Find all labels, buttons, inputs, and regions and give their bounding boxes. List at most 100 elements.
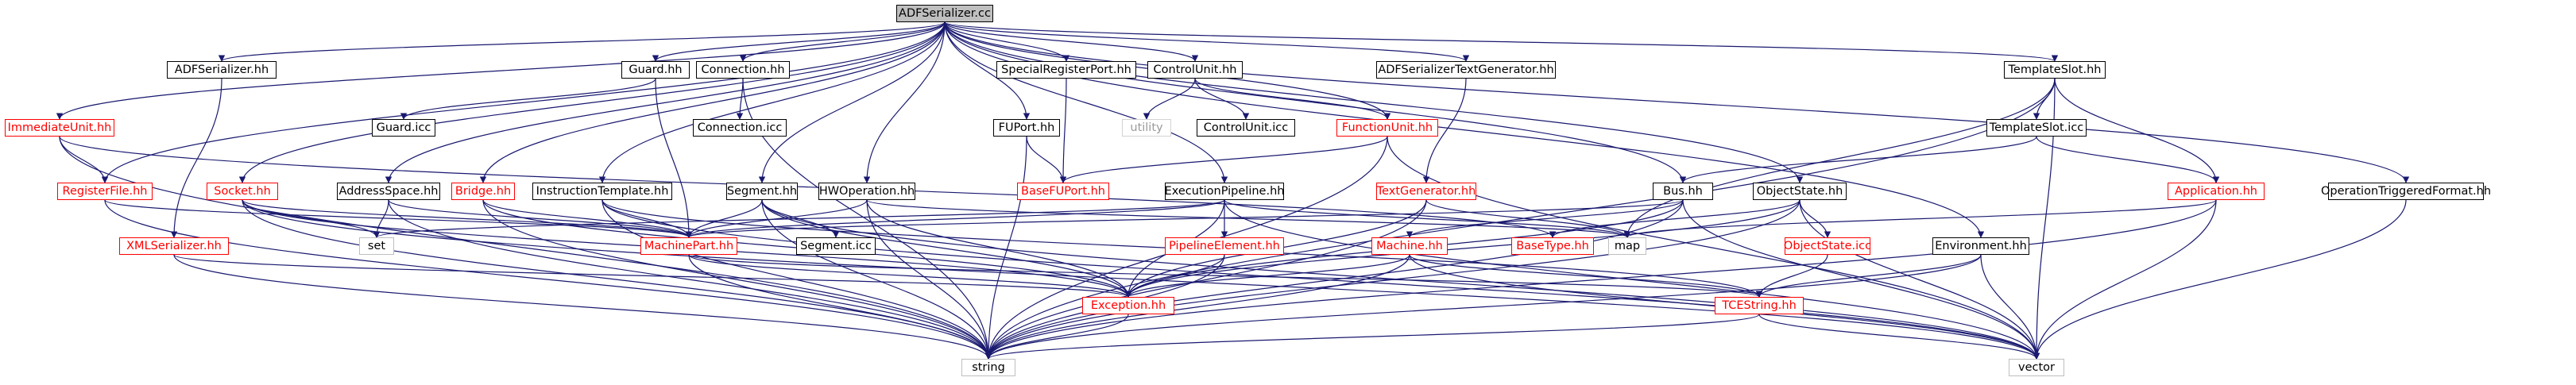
edge-exception-hh-to-string — [984, 314, 1129, 360]
edge-adfserializer-cc-to-bus-hh — [944, 21, 1687, 183]
node-textgenerator-hh[interactable]: TextGenerator.hh — [1376, 183, 1476, 200]
edge-templateslot-hh-to-map — [1623, 78, 2056, 238]
node-xmlserializer-hh[interactable]: XMLSerializer.hh — [119, 237, 229, 255]
edge-addressspace-hh-to-machinepart-hh — [388, 199, 693, 238]
edge-controlunit-hh-to-functionunit-hh — [1194, 78, 1391, 120]
edge-objectstate-hh-to-vector — [1799, 199, 2040, 360]
node-templateslot-icc[interactable]: TemplateSlot.icc — [1986, 119, 2087, 137]
node-socket-hh[interactable]: Socket.hh — [207, 183, 278, 200]
node-fuport-hh[interactable]: FUPort.hh — [993, 119, 1060, 137]
node-objectstate-icc[interactable]: ObjectState.icc — [1784, 237, 1871, 255]
edge-adfserializertextgenerator-hh-to-textgenerator-hh — [1422, 78, 1467, 183]
edge-adfserializer-cc-to-addressspace-hh — [385, 21, 946, 183]
node-operationtriggeredformat-hh[interactable]: OperationTriggeredFormat.hh — [2321, 183, 2491, 200]
node-segment-icc[interactable]: Segment.icc — [796, 237, 876, 255]
edge-adfserializer-cc-to-fuport-hh — [944, 21, 1031, 120]
edge-controlunit-hh-to-utility — [1143, 78, 1196, 120]
edge-xmlserializer-hh-to-string — [173, 254, 992, 360]
edge-functionunit-hh-to-basefuport-hh — [1059, 136, 1388, 183]
edge-instructiontemplate-hh-to-vector — [601, 199, 2040, 360]
node-instructiontemplate-hh[interactable]: InstructionTemplate.hh — [532, 183, 672, 200]
edge-guard-hh-to-guard-icc — [400, 78, 656, 120]
node-environment-hh[interactable]: Environment.hh — [1932, 237, 2029, 255]
edge-bus-hh-to-string — [984, 199, 1684, 360]
node-registerfile-hh[interactable]: RegisterFile.hh — [57, 183, 153, 200]
edge-machinepart-hh-to-string — [688, 254, 992, 360]
edge-machinepart-hh-to-tcestring-hh — [688, 254, 1762, 298]
edge-bus-hh-to-machine-hh — [1406, 199, 1684, 238]
node-basefuport-hh[interactable]: BaseFUPort.hh — [1017, 183, 1109, 200]
node-basetype-hh[interactable]: BaseType.hh — [1511, 237, 1594, 255]
edge-objectstate-hh-to-basetype-hh — [1549, 199, 1800, 238]
node-guard-icc[interactable]: Guard.icc — [372, 119, 435, 137]
node-adfserializertextgenerator-hh[interactable]: ADFSerializerTextGenerator.hh — [1376, 61, 1556, 79]
edge-hwoperation-hh-to-exception-hh — [866, 199, 1132, 298]
edge-environment-hh-to-vector — [1980, 254, 2040, 360]
edge-guard-hh-to-machinepart-hh — [655, 78, 693, 238]
node-immediateunit-hh[interactable]: ImmediateUnit.hh — [5, 119, 114, 137]
edge-executionpipeline-hh-to-map — [1224, 199, 1631, 238]
node-connection-hh[interactable]: Connection.hh — [696, 61, 790, 79]
edge-socket-hh-to-vector — [242, 199, 2040, 360]
node-specialregisterport-hh[interactable]: SpecialRegisterPort.hh — [996, 61, 1136, 79]
node-addressspace-hh[interactable]: AddressSpace.hh — [337, 183, 440, 200]
edge-bridge-hh-to-machinepart-hh — [482, 199, 693, 238]
edge-adfserializer-cc-to-bridge-hh — [479, 21, 946, 183]
node-executionpipeline-hh[interactable]: ExecutionPipeline.hh — [1165, 183, 1284, 200]
node-bus-hh[interactable]: Bus.hh — [1653, 183, 1713, 200]
edge-bridge-hh-to-string — [482, 199, 992, 360]
node-bridge-hh[interactable]: Bridge.hh — [451, 183, 515, 200]
node-functionunit-hh[interactable]: FunctionUnit.hh — [1336, 119, 1438, 137]
edge-controlunit-hh-to-controlunit-icc — [1194, 78, 1250, 120]
edge-adfserializer-cc-to-connection-hh — [739, 21, 946, 62]
node-utility: utility — [1122, 119, 1171, 137]
edge-machine-hh-to-string — [984, 254, 1410, 360]
edge-adfserializer-cc-to-executionpipeline-hh — [944, 21, 1228, 183]
edge-adfserializer-hh-to-xmlserializer-hh — [170, 78, 222, 238]
node-tcestring-hh[interactable]: TCEString.hh — [1715, 297, 1804, 314]
edge-executionpipeline-hh-to-machinepart-hh — [686, 199, 1225, 238]
edge-registerfile-hh-to-string — [104, 199, 992, 360]
node-application-hh[interactable]: Application.hh — [2168, 183, 2265, 200]
node-connection-icc[interactable]: Connection.icc — [693, 119, 787, 137]
edge-machine-hh-to-exception-hh — [1124, 254, 1410, 298]
edge-hwoperation-hh-to-machinepart-hh — [685, 199, 868, 238]
edge-objectstate-hh-to-exception-hh — [1124, 199, 1800, 298]
edge-pipelineelement-hh-to-exception-hh — [1124, 254, 1225, 298]
edge-adfserializer-cc-to-hwoperation-hh — [863, 21, 946, 183]
edge-adfserializer-cc-to-templateslot-hh — [944, 21, 2058, 62]
node-pipelineelement-hh[interactable]: PipelineElement.hh — [1165, 237, 1284, 255]
edge-textgenerator-hh-to-string — [984, 199, 1427, 360]
edge-adfserializer-cc-to-instructiontemplate-hh — [598, 21, 946, 183]
node-controlunit-hh[interactable]: ControlUnit.hh — [1147, 61, 1243, 79]
edge-specialregisterport-hh-to-basefuport-hh — [1059, 78, 1067, 183]
node-exception-hh[interactable]: Exception.hh — [1082, 297, 1174, 314]
edge-machinepart-hh-to-exception-hh — [688, 254, 1132, 298]
node-templateslot-hh[interactable]: TemplateSlot.hh — [2004, 61, 2106, 79]
node-adfserializer-cc[interactable]: ADFSerializer.cc — [896, 5, 993, 22]
node-guard-hh[interactable]: Guard.hh — [621, 61, 690, 79]
edge-environment-hh-to-tcestring-hh — [1755, 254, 1982, 298]
node-set: set — [359, 237, 394, 255]
edge-templateslot-icc-to-application-hh — [2036, 136, 2220, 183]
edge-application-hh-to-map — [1624, 199, 2217, 238]
node-map: map — [1608, 237, 1646, 255]
node-machine-hh[interactable]: Machine.hh — [1371, 237, 1448, 255]
edge-adfserializer-cc-to-adfserializertextgenerator-hh — [944, 21, 1469, 62]
node-machinepart-hh[interactable]: MachinePart.hh — [640, 237, 737, 255]
node-hwoperation-hh[interactable]: HWOperation.hh — [818, 183, 915, 200]
edge-objectstate-hh-to-objectstate-icc — [1799, 199, 1831, 238]
edge-adfserializer-cc-to-registerfile-hh — [101, 21, 946, 183]
edge-application-hh-to-vector — [2033, 199, 2217, 360]
edge-functionunit-hh-to-vector — [1387, 136, 2040, 360]
node-controlunit-icc[interactable]: ControlUnit.icc — [1197, 119, 1295, 137]
node-segment-hh[interactable]: Segment.hh — [726, 183, 798, 200]
edge-templateslot-hh-to-application-hh — [2054, 78, 2220, 183]
node-vector: vector — [2009, 359, 2064, 376]
node-adfserializer-hh[interactable]: ADFSerializer.hh — [167, 61, 277, 79]
node-objectstate-hh[interactable]: ObjectState.hh — [1753, 183, 1847, 200]
edge-bus-hh-to-vector — [1682, 199, 2040, 360]
edge-registerfile-hh-to-machinepart-hh — [104, 199, 692, 238]
